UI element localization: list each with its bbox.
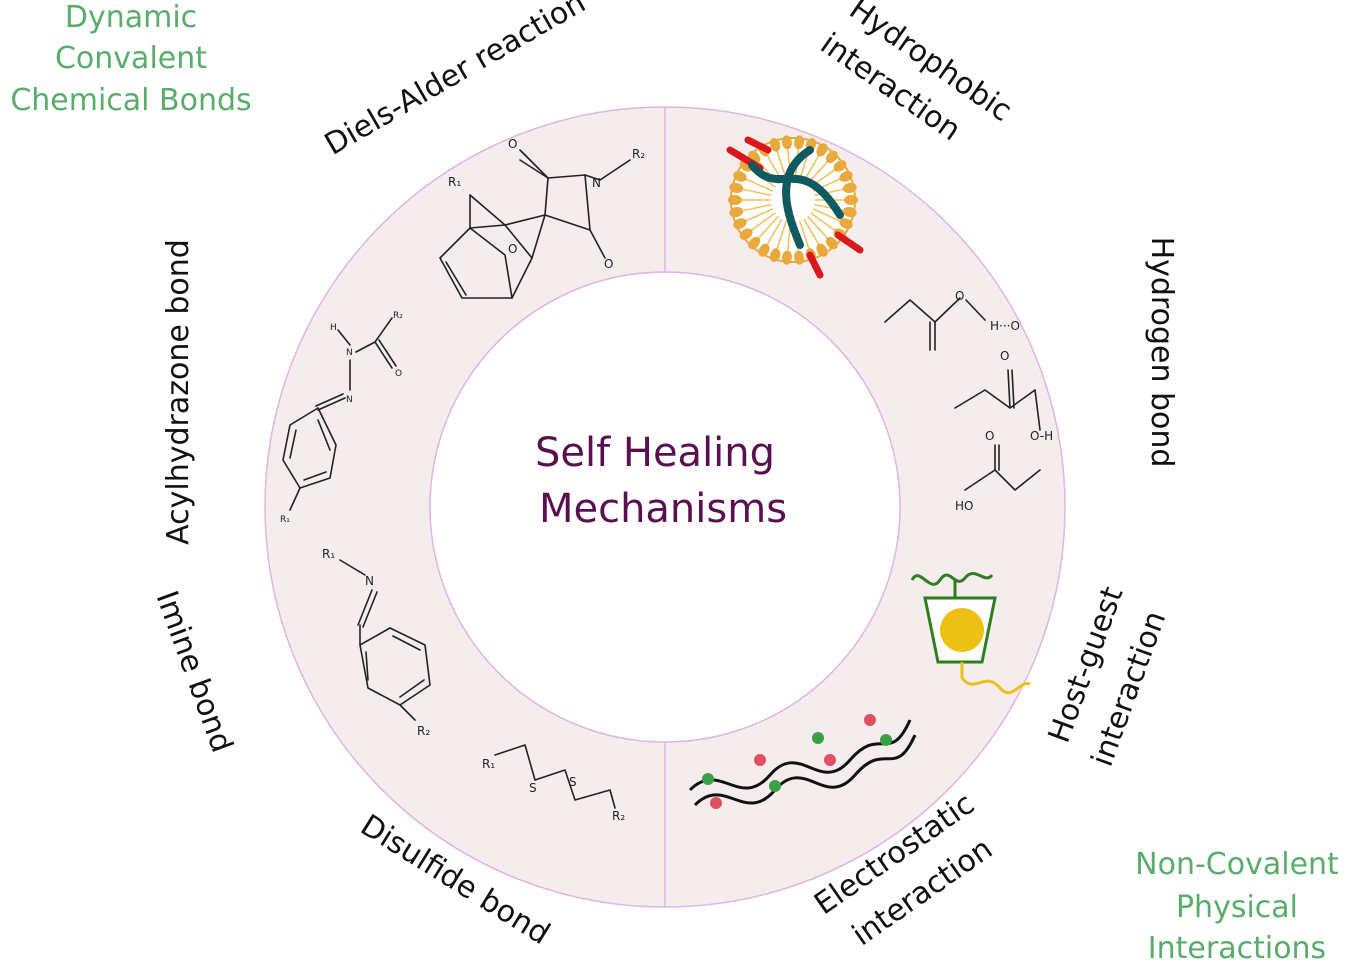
svg-text:O: O [985, 429, 994, 443]
svg-text:R₂: R₂ [393, 311, 403, 321]
hydrophobic-marker [834, 231, 864, 254]
svg-text:R₂: R₂ [632, 147, 645, 161]
hydrophobic-marker [744, 136, 772, 154]
micelle-head [794, 135, 805, 150]
svg-text:HO: HO [955, 499, 973, 513]
group-label-covalent: Dynamic Convalent Chemical Bonds [10, 0, 251, 118]
electrostatic-illustration [688, 714, 917, 809]
label-acylhydrazone: Acylhydrazone bond [161, 239, 196, 545]
label-imine: Imine bond [149, 586, 240, 757]
hydrophobic-marker [806, 251, 824, 279]
micelle-head [733, 218, 747, 229]
micelle-head [825, 150, 838, 164]
svg-text:R₂: R₂ [417, 724, 430, 738]
polymer-strand [782, 146, 814, 249]
diels-alder-structure: R₁ O N R₂ O O [439, 137, 645, 299]
micelle-head [816, 243, 828, 257]
svg-text:N: N [346, 348, 353, 358]
svg-text:R₁: R₁ [448, 175, 461, 189]
micelle-head [748, 236, 761, 250]
hydrogen-bond-structure: O H···O O O-H O HO [884, 289, 1053, 513]
svg-text:H: H [330, 323, 337, 333]
center-title-line2: Mechanisms [539, 486, 787, 532]
acylhydrazone-structure: H N R₂ O N R₁ [280, 311, 403, 525]
svg-text:S: S [569, 775, 577, 789]
svg-text:R₁: R₁ [280, 515, 290, 525]
micelle-head [839, 171, 853, 182]
svg-text:Convalent: Convalent [55, 41, 207, 76]
micelle-illustration [726, 135, 864, 279]
svg-text:R₁: R₁ [322, 547, 335, 561]
svg-text:R₁: R₁ [482, 757, 495, 771]
label-hydrophobic: Hydrophobic interaction [814, 0, 1018, 148]
micelle-head [769, 248, 781, 262]
svg-text:R₂: R₂ [612, 809, 625, 823]
svg-text:O: O [395, 369, 402, 379]
micelle-head [825, 236, 838, 250]
micelle-head [769, 138, 781, 152]
svg-text:S: S [529, 781, 537, 795]
micelle-head [833, 160, 847, 172]
svg-text:O: O [604, 257, 613, 271]
micelle-head [844, 195, 858, 205]
micelle-head [842, 206, 857, 218]
svg-text:O-H: O-H [1030, 429, 1053, 443]
micelle-head [781, 135, 792, 150]
svg-text:O: O [1000, 349, 1009, 363]
svg-text:Interactions: Interactions [1148, 931, 1326, 964]
label-hydrogen: Hydrogen bond [1144, 237, 1179, 468]
micelle-head [816, 143, 828, 157]
svg-text:Non-Covalent: Non-Covalent [1135, 847, 1339, 882]
micelle-head [729, 182, 744, 194]
group-label-noncovalent: Non-Covalent Physical Interactions [1135, 847, 1339, 964]
svg-text:Dynamic: Dynamic [65, 0, 197, 35]
micelle-head [842, 182, 857, 194]
host-guest-illustration [910, 571, 1031, 695]
svg-text:O: O [508, 137, 517, 151]
micelle-head [794, 250, 805, 265]
micelle-head [729, 206, 744, 218]
svg-text:Chemical Bonds: Chemical Bonds [10, 83, 251, 118]
imine-structure: R₁ N R₂ [322, 547, 431, 738]
micelle-head [739, 228, 753, 240]
svg-text:Physical: Physical [1176, 890, 1298, 925]
center-title-line1: Self Healing [535, 430, 775, 476]
svg-text:N: N [592, 176, 601, 190]
svg-text:H···O: H···O [990, 319, 1020, 333]
svg-text:O: O [955, 289, 964, 303]
micelle-head [733, 171, 747, 182]
micelle-head [781, 250, 792, 265]
svg-text:O: O [508, 242, 517, 256]
svg-text:N: N [365, 574, 374, 588]
micelle-head [758, 243, 770, 257]
micelle-head [728, 195, 742, 205]
disulfide-structure: R₁ S S R₂ [482, 744, 625, 823]
micelle-head [839, 218, 853, 229]
label-host-guest: Host-guest interaction [1042, 582, 1174, 771]
svg-text:N: N [346, 395, 353, 405]
